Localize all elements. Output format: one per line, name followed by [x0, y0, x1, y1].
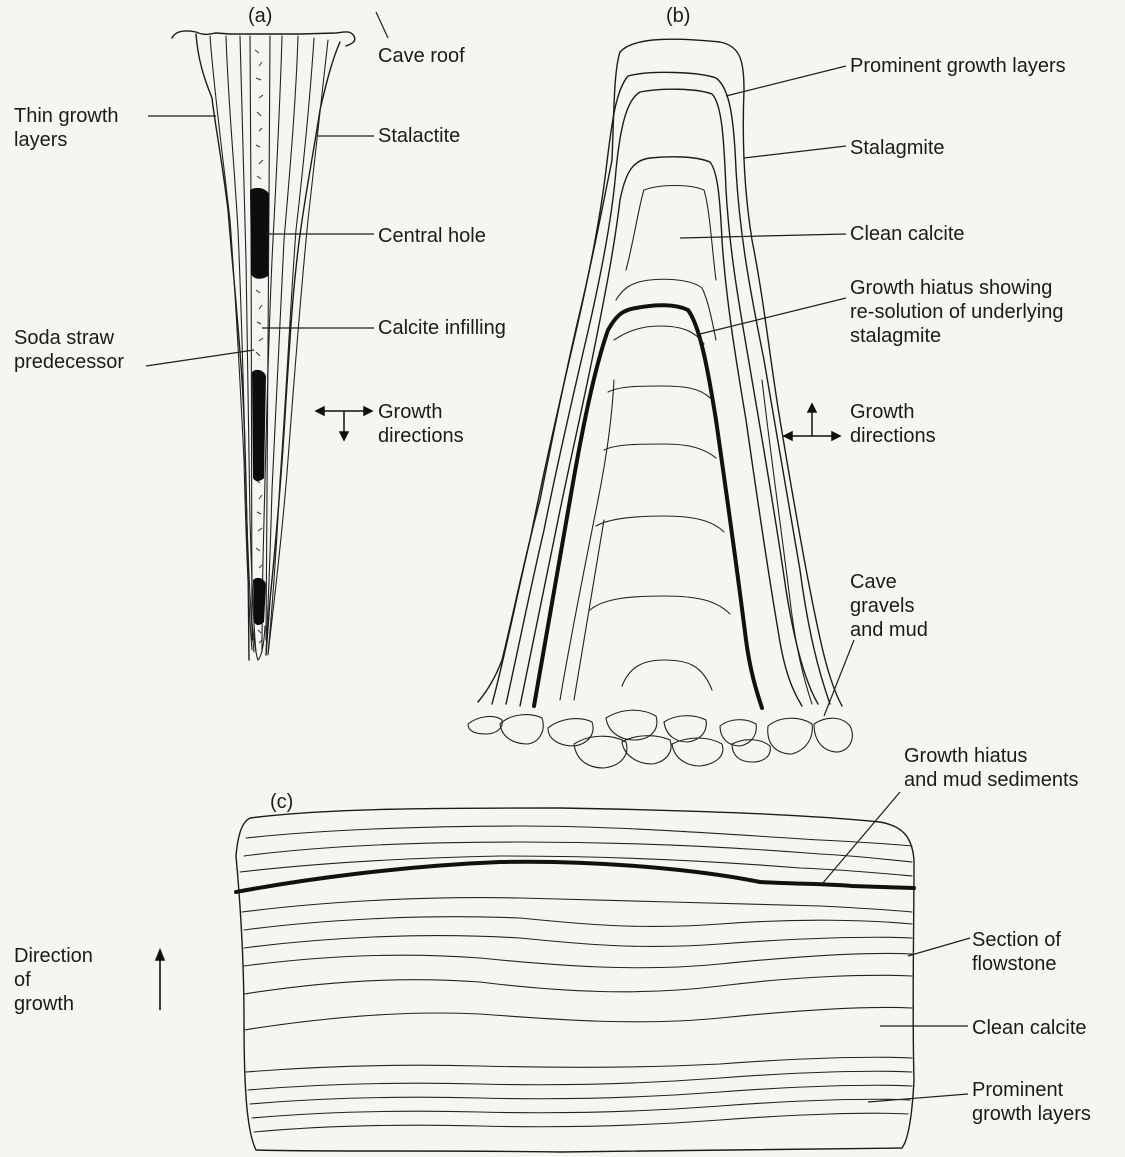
flowstone-layer [244, 842, 912, 862]
stalactite-outer-left [196, 34, 249, 660]
label-section-1: Section of [972, 929, 1061, 951]
label-growth-dir-a-1: Growth [378, 401, 442, 423]
stalagmite-outer-outline [478, 39, 842, 706]
calcite-infilling-speckle [255, 50, 263, 643]
panel-c-letter: (c) [270, 791, 293, 813]
growth-direction-arrows-a [316, 407, 372, 440]
label-growth-dir-b-2: directions [850, 425, 936, 447]
label-soda-straw-2: predecessor [14, 351, 124, 373]
stalagmite-layer [520, 157, 802, 706]
label-thin-growth-2: layers [14, 129, 67, 151]
growth-layer-line [266, 36, 298, 652]
panel-c-flowstone [156, 792, 970, 1152]
label-calcite-infilling: Calcite infilling [378, 317, 506, 339]
label-gravels-2: gravels [850, 595, 914, 617]
label-clean-calcite-c: Clean calcite [972, 1017, 1087, 1039]
leader-stalagmite [744, 146, 846, 158]
label-hiatus-b-3: stalagmite [850, 325, 941, 347]
stalagmite-layer [626, 186, 716, 281]
leader-soda-straw [146, 350, 254, 366]
direction-of-growth-arrow [156, 950, 164, 1010]
flowstone-layer [244, 936, 912, 948]
central-hole-segment [250, 188, 269, 279]
label-soda-straw-1: Soda straw [14, 327, 115, 349]
panel-b-letter: (b) [666, 5, 690, 27]
leader-cave-gravels [824, 640, 854, 716]
label-prominent-c-2: growth layers [972, 1103, 1091, 1125]
flowstone-layer [244, 1007, 912, 1030]
label-hiatus-b-2: re-solution of underlying [850, 301, 1063, 323]
growth-layer-line [268, 38, 314, 654]
stalagmite-layer [560, 380, 614, 700]
flowstone-layer [240, 856, 912, 876]
growth-layer-line [268, 40, 328, 655]
central-hole-segment [252, 370, 266, 481]
stalagmite-layer [608, 386, 710, 398]
label-thin-growth-1: Thin growth [14, 105, 119, 127]
flowstone-layer [244, 975, 912, 994]
stalagmite-layer [762, 380, 812, 704]
flowstone-layer [244, 917, 912, 930]
stalagmite-layer [506, 89, 818, 704]
stalagmite-layer [596, 516, 724, 532]
label-hiatus-mud-2: and mud sediments [904, 769, 1079, 791]
label-hiatus-b-1: Growth hiatus showing [850, 277, 1052, 299]
label-direction-2: of [14, 969, 31, 991]
label-growth-dir-b-1: Growth [850, 401, 914, 423]
flowstone-layer [250, 1085, 912, 1104]
stalactite-outer-right [266, 42, 340, 655]
flowstone-layer [246, 1057, 912, 1072]
panel-a-stalactite [146, 12, 388, 660]
leader-growth-hiatus [700, 298, 846, 334]
flowstone-layer [242, 898, 912, 912]
flowstone-layer [252, 1099, 910, 1118]
stalagmite-layer [604, 444, 716, 458]
leader-prominent-c [868, 1094, 968, 1102]
leader-section-flowstone [908, 938, 970, 956]
stalagmite-layer [614, 326, 704, 344]
flowstone-layer [254, 1113, 908, 1132]
flowstone-hiatus-line [236, 862, 914, 892]
stalagmite-layer [590, 596, 730, 614]
flowstone-layer [248, 1071, 912, 1090]
leader-clean-calcite [680, 234, 846, 238]
label-gravels-1: Cave [850, 571, 897, 593]
label-cave-roof: Cave roof [378, 45, 465, 67]
label-hiatus-mud-1: Growth hiatus [904, 745, 1027, 767]
label-direction-1: Direction [14, 945, 93, 967]
label-section-2: flowstone [972, 953, 1057, 975]
leader-cave-roof [376, 12, 388, 38]
flowstone-layer [244, 953, 912, 967]
label-stalactite: Stalactite [378, 125, 460, 147]
stalagmite-layer [622, 660, 712, 690]
label-direction-3: growth [14, 993, 74, 1015]
label-prominent-layers: Prominent growth layers [850, 55, 1066, 77]
label-growth-dir-a-2: directions [378, 425, 464, 447]
label-central-hole: Central hole [378, 225, 486, 247]
growth-direction-arrows-b [784, 404, 840, 440]
label-gravels-3: and mud [850, 619, 928, 641]
panel-b-stalagmite [468, 39, 854, 768]
label-clean-calcite-b: Clean calcite [850, 223, 965, 245]
label-prominent-c-1: Prominent [972, 1079, 1064, 1101]
central-hole-segment [253, 578, 266, 625]
panel-a-letter: (a) [248, 5, 272, 27]
label-stalagmite: Stalagmite [850, 137, 945, 159]
leader-hiatus-mud [822, 792, 900, 884]
stalagmite-layer [492, 72, 830, 704]
cave-gravels [468, 710, 852, 768]
